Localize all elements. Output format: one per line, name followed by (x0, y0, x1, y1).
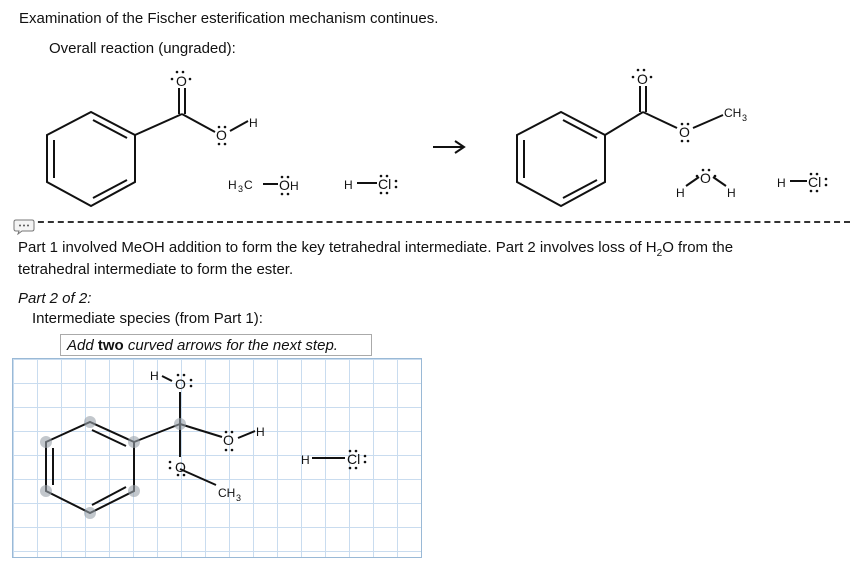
description-text-end: O from the (662, 239, 734, 256)
description-subscript: 2 (656, 248, 663, 259)
section-divider (18, 221, 850, 223)
atom-o: O (279, 177, 290, 193)
atom-o: O (700, 170, 711, 186)
atom-c: CH (724, 106, 741, 120)
atom-h: H (249, 116, 258, 130)
part-description: Part 1 involved MeOH addition to form th… (18, 239, 733, 259)
part-heading: Part 2 of 2: (18, 290, 92, 307)
description-text: Part 1 involved MeOH addition to form th… (18, 239, 657, 256)
atom-node (128, 485, 140, 497)
instruction-box: Add two curved arrows for the next step. (60, 334, 372, 356)
atom-o: O (176, 73, 187, 89)
atom-h: H (727, 186, 736, 200)
atom-h[interactable]: H (301, 453, 310, 467)
atom-c: C (244, 178, 253, 192)
atom-o[interactable]: O (223, 432, 234, 448)
atom-node (84, 507, 96, 519)
atom-cl[interactable]: Cl (347, 451, 360, 467)
instruction-prefix: Add (67, 337, 98, 354)
atom-h: H (290, 179, 299, 193)
atom-h: H (344, 178, 353, 192)
atom-node (40, 436, 52, 448)
comment-icon[interactable] (13, 219, 35, 235)
atom-subscript: 3 (742, 113, 747, 123)
intermediate-label: Intermediate species (from Part 1): (32, 310, 263, 327)
overall-reaction-diagram: O O H H 3 C O H H Cl O O CH 3 O H H H Cl (46, 68, 828, 208)
atom-node (128, 436, 140, 448)
intro-text: Examination of the Fischer esterificatio… (19, 10, 439, 27)
atom-subscript: 3 (238, 184, 243, 194)
atom-o[interactable]: O (175, 459, 186, 475)
atom-h: H (777, 176, 786, 190)
atom-cl: Cl (378, 176, 391, 192)
atom-o: O (679, 124, 690, 140)
atom-o: O (216, 127, 227, 143)
intermediate-molecule[interactable]: H O O H O CH 3 H Cl (12, 358, 422, 558)
overall-reaction-label: Overall reaction (ungraded): (49, 40, 236, 57)
instruction-suffix: curved arrows for the next step. (123, 337, 338, 354)
instruction-bold: two (97, 337, 124, 354)
part-description-line2: tetrahedral intermediate to form the est… (18, 261, 294, 278)
atom-o: O (637, 71, 648, 87)
atom-h: H (228, 178, 237, 192)
atom-node (40, 485, 52, 497)
atom-h: H (676, 186, 685, 200)
atom-c[interactable]: CH (218, 486, 235, 500)
atom-o[interactable]: O (175, 376, 186, 392)
atom-node (84, 416, 96, 428)
drawing-canvas[interactable] (12, 358, 422, 558)
atom-subscript: 3 (236, 493, 241, 503)
atom-cl: Cl (808, 174, 821, 190)
atom-h[interactable]: H (150, 369, 159, 383)
atom-h[interactable]: H (256, 425, 265, 439)
atom-node (174, 418, 186, 430)
